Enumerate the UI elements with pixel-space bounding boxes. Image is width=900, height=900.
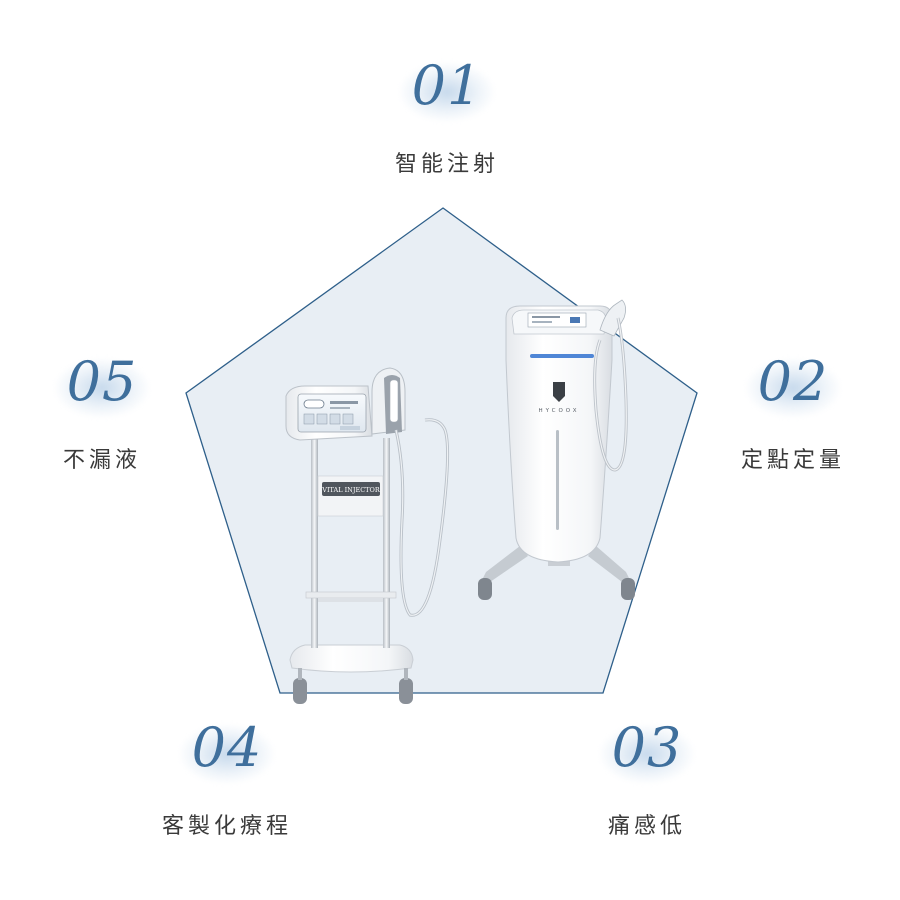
- number-glow: [745, 358, 841, 418]
- feature-03: 03 痛感低: [547, 718, 747, 840]
- number-glow: [54, 358, 150, 418]
- vital-injector-brand: VITAL INJECTOR: [321, 486, 381, 494]
- feature-04: 04 客製化療程: [127, 718, 327, 840]
- feature-number: 03: [611, 716, 683, 779]
- feature-02: 02 定點定量: [693, 352, 893, 474]
- pentagon-shape: [185, 207, 698, 694]
- feature-number: 02: [757, 350, 829, 413]
- feature-01: 01 智能注射: [347, 56, 547, 178]
- feature-label: 定點定量: [740, 448, 845, 473]
- feature-number: 04: [191, 716, 263, 779]
- hycoox-device: HYCOOX: [478, 299, 635, 600]
- number-glow: [599, 724, 695, 784]
- feature-number: 01: [411, 54, 483, 117]
- feature-05: 05 不漏液: [2, 352, 202, 474]
- number-glow: [179, 724, 275, 784]
- vital-injector-device: VITAL INJECTOR: [285, 367, 450, 704]
- feature-label: 痛感低: [607, 814, 686, 839]
- hycoox-brand: HYCOOX: [538, 408, 579, 414]
- number-glow: [399, 62, 495, 122]
- feature-number: 05: [66, 350, 138, 413]
- feature-label: 客製化療程: [161, 814, 292, 839]
- feature-label: 不漏液: [62, 448, 141, 473]
- feature-label: 智能注射: [394, 152, 499, 177]
